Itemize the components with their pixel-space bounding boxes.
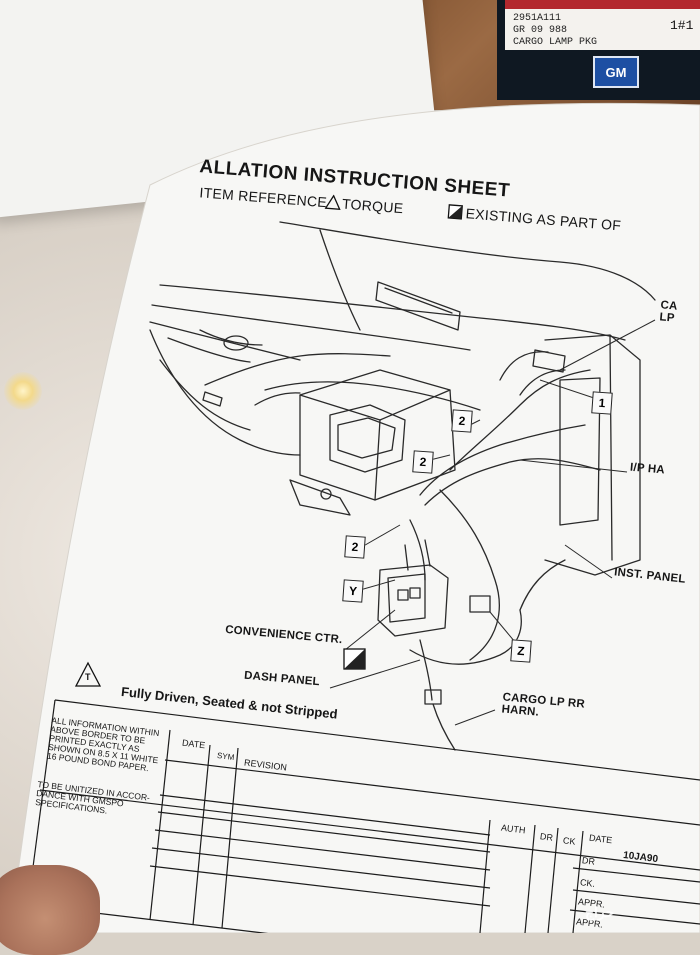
light-reflection (4, 372, 42, 410)
part-number: 2951A111 (513, 13, 562, 24)
item-ref-y: Y (342, 579, 364, 603)
label-quantity: 1#1 (670, 18, 694, 33)
ck-label: CK (562, 835, 577, 847)
item-ref-z: Z (510, 639, 532, 663)
item-ref-2a: 2 (451, 409, 473, 433)
gm-logo: GM (593, 56, 639, 88)
existing-part-marker-icon (343, 648, 366, 670)
ck-label-2: CK. (579, 877, 596, 889)
item-ref-2b: 2 (412, 450, 434, 474)
haraj-watermark: حراج (585, 904, 615, 920)
gm-parts-label: 2951A111 GR 09 988 CARGO LAMP PKG (497, 0, 700, 100)
torque-triangle-icon (324, 194, 341, 211)
group-number: GR 09 988 (513, 25, 568, 36)
title-block-grid (27, 699, 700, 933)
torque-symbol-letter: T (85, 672, 91, 682)
existing-part-icon (447, 204, 463, 220)
column-sym: SYM (216, 750, 235, 763)
hand-holding-paper (0, 865, 100, 955)
dr-label-2: DR (581, 855, 596, 867)
wiring-diagram-drawing (27, 221, 700, 933)
part-description: CARGO LAMP PKG (513, 37, 598, 48)
dr-label: DR (539, 831, 554, 843)
item-ref-2c: 2 (344, 535, 366, 559)
item-ref-1: 1 (591, 391, 613, 415)
torque-symbol (74, 661, 102, 687)
instruction-sheet: ALLATION INSTRUCTION SHEET ITEM REFERENC… (9, 102, 700, 933)
